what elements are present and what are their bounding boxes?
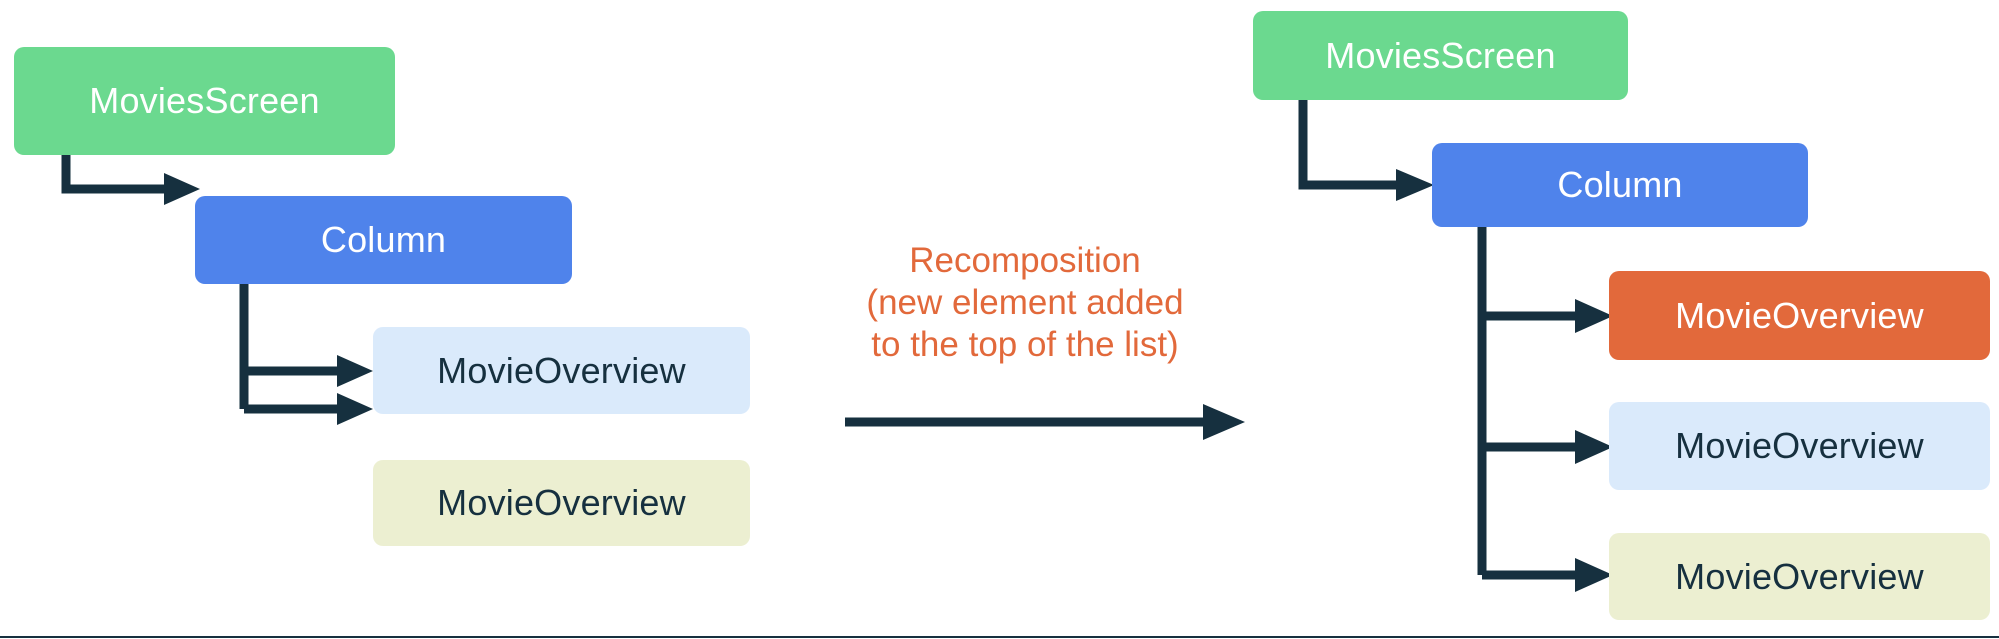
before-movie-overview-1-label: MovieOverview [437,349,686,391]
recomposition-caption: Recomposition (new element added to the … [866,241,1184,364]
after-node-movie-overview-3[interactable]: MovieOverview [1609,533,1990,620]
before-movies-screen-label: MoviesScreen [89,80,320,122]
after-column-label: Column [1557,164,1683,206]
before-edge-column-to-children [238,284,398,436]
after-node-movie-overview-new[interactable]: MovieOverview [1609,271,1990,360]
after-movie-overview-2-label: MovieOverview [1675,425,1924,467]
after-movie-overview-1-label: MovieOverview [1675,294,1924,336]
after-node-movies-screen[interactable]: MoviesScreen [1253,11,1628,100]
bottom-divider [0,636,1999,638]
before-movie-overview-2-label: MovieOverview [437,482,686,524]
before-node-column[interactable]: Column [195,196,572,284]
before-column-label: Column [320,219,447,261]
recomposition-arrow [845,400,1245,444]
before-edge-root-to-column [60,155,200,210]
before-node-movies-screen[interactable]: MoviesScreen [14,47,395,155]
before-node-movie-overview-1[interactable]: MovieOverview [373,327,750,414]
after-node-movie-overview-2[interactable]: MovieOverview [1609,402,1990,490]
after-edge-column-to-children [1476,227,1636,592]
after-node-column[interactable]: Column [1432,143,1808,227]
before-node-movie-overview-2[interactable]: MovieOverview [373,460,750,546]
after-movie-overview-3-label: MovieOverview [1675,555,1924,597]
after-movies-screen-label: MoviesScreen [1325,34,1556,76]
after-edge-root-to-column [1297,100,1437,201]
